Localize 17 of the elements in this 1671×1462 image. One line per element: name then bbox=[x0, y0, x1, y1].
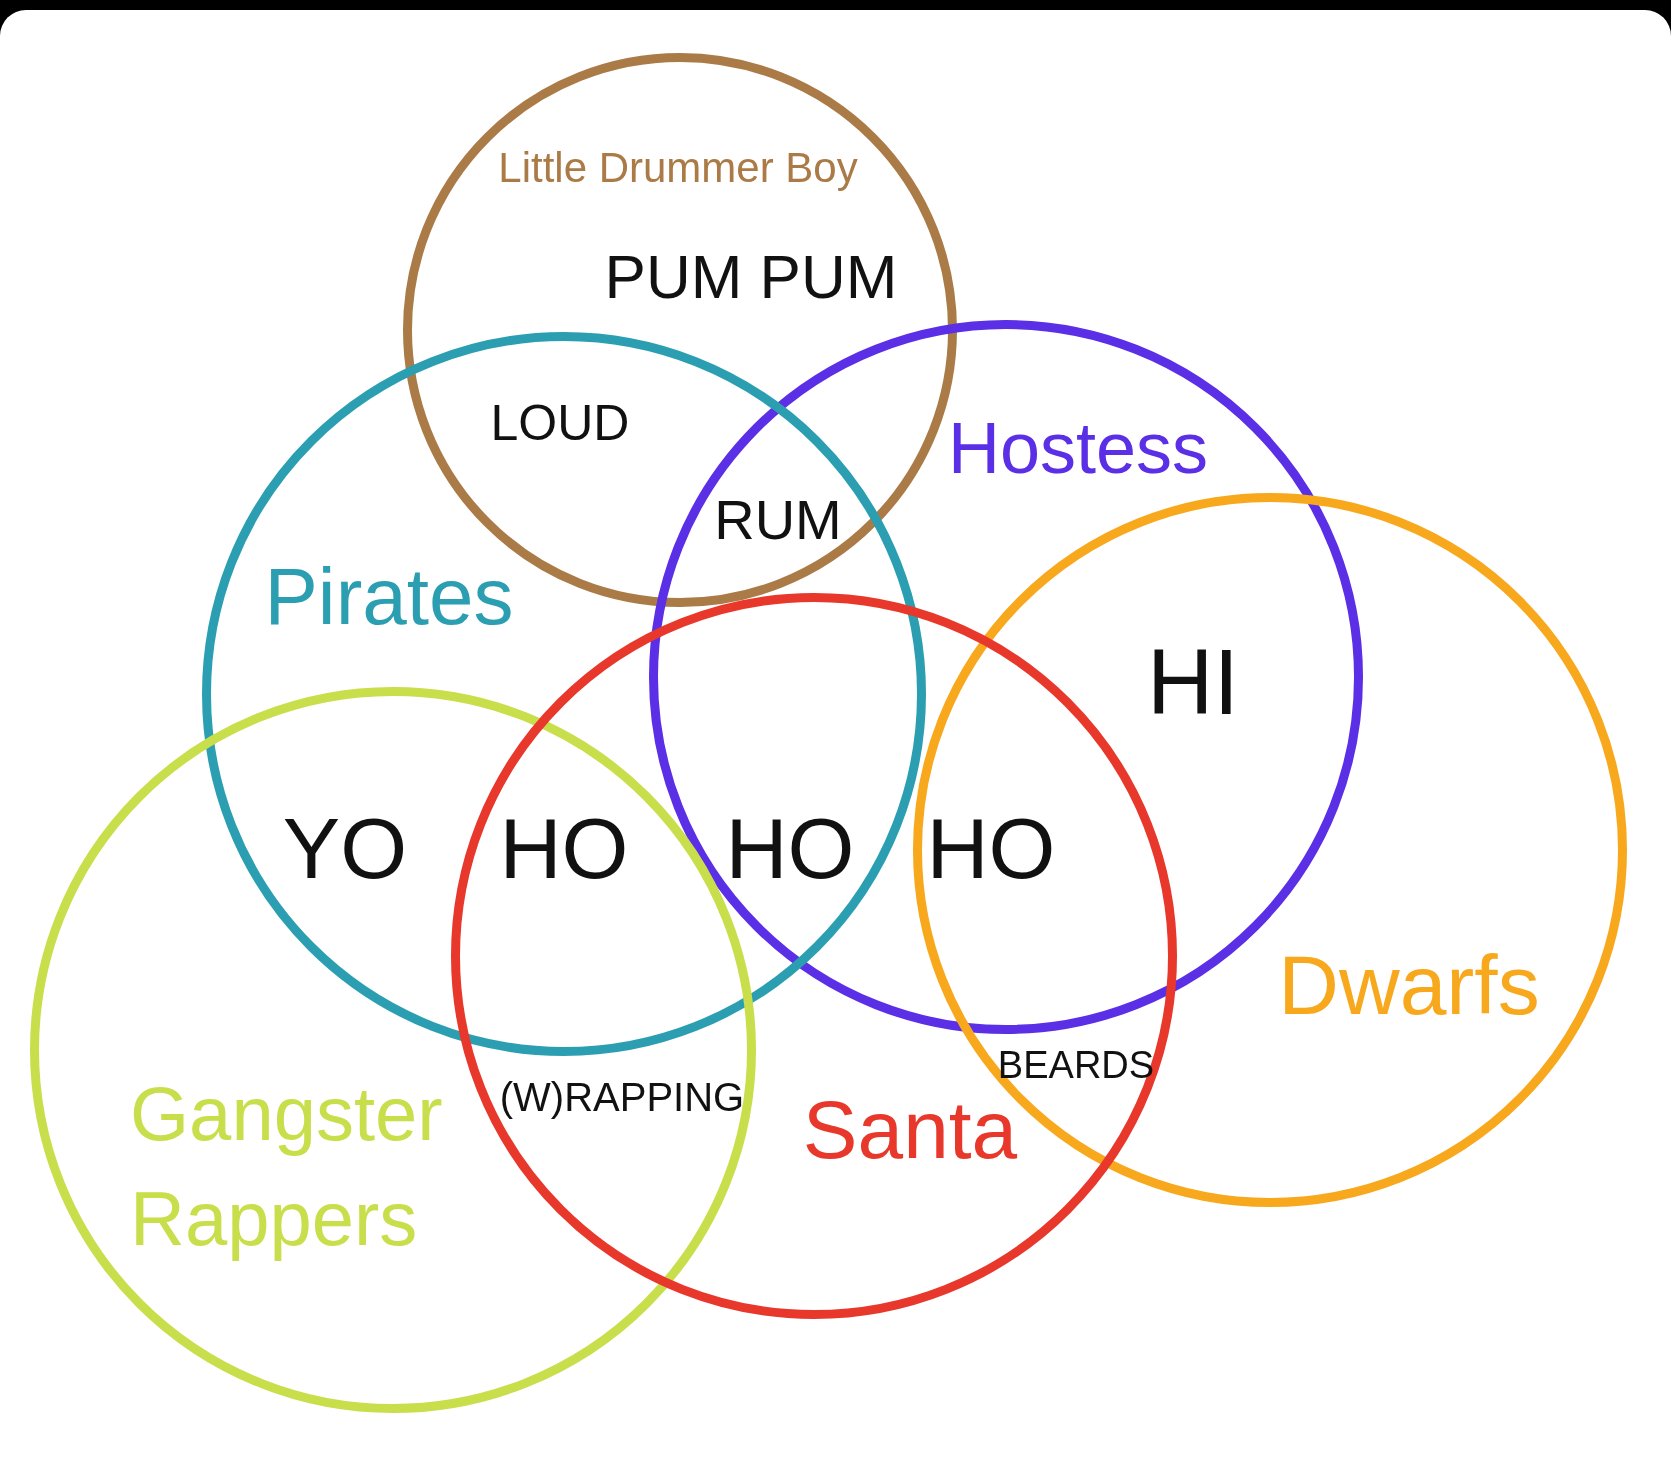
region-label: YO bbox=[282, 805, 408, 891]
region-label: PUM PUM bbox=[604, 246, 898, 308]
region-label: LOUD bbox=[490, 398, 630, 448]
set-label: Hostess bbox=[947, 412, 1209, 484]
set-label: Dwarfs bbox=[1278, 943, 1540, 1027]
region-label: BEARDS bbox=[997, 1046, 1155, 1084]
region-label: (W)RAPPING bbox=[499, 1077, 745, 1117]
region-label: HO bbox=[926, 805, 1056, 891]
region-label: HO bbox=[499, 805, 629, 891]
set-label: Santa bbox=[802, 1089, 1018, 1171]
region-label: RUM bbox=[714, 492, 842, 548]
region-label: HO bbox=[725, 805, 855, 891]
region-label: HI bbox=[1147, 636, 1239, 728]
set-label: Pirates bbox=[264, 557, 514, 637]
set-label: Gangster Rappers bbox=[130, 1070, 444, 1263]
set-label: Little Drummer Boy bbox=[498, 147, 858, 189]
set-circle bbox=[202, 332, 926, 1056]
